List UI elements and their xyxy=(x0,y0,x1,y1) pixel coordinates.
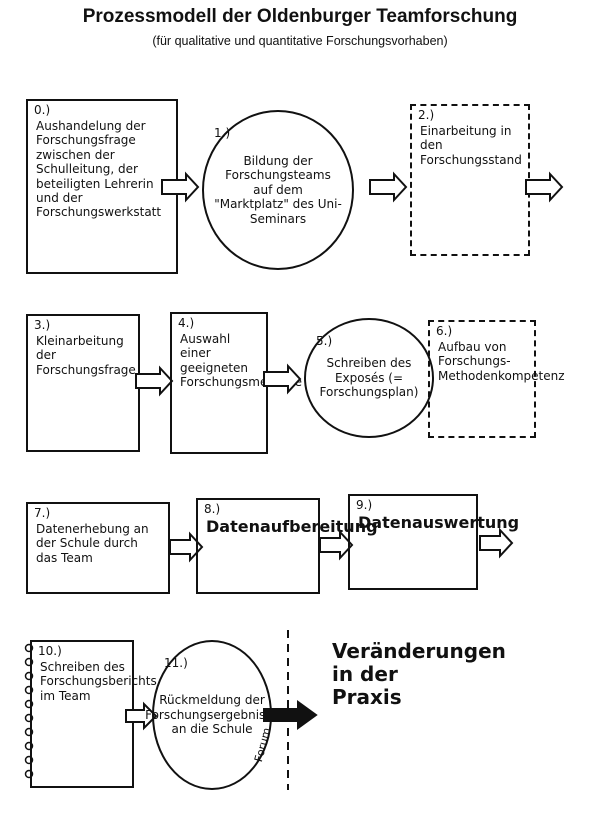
arrow-3-4 xyxy=(135,365,174,397)
step-10-box: 10.) Schreiben des Forschungsberichts im… xyxy=(30,640,157,788)
outcome-text: Veränderungen in der Praxis xyxy=(332,639,506,709)
step-5-text: Schreiben des Exposés (= Forschungsplan) xyxy=(319,356,419,400)
step-8-box: 8.) Datenaufbereitung xyxy=(196,498,378,594)
step-6-text: Aufbau von Forschungs-Methodenkompetenz xyxy=(438,340,565,383)
step-10-number: 10.) xyxy=(38,644,62,658)
step-1-number: 1.) xyxy=(214,126,231,140)
step-4-text: Auswahl einer geeigneten Forschungsmetho… xyxy=(180,332,303,390)
step-1-text: Bildung der Forschungsteams auf dem "Mar… xyxy=(214,154,342,226)
step-9-box: 9.) Datenauswertung xyxy=(348,494,520,590)
step-2-number: 2.) xyxy=(418,108,435,122)
step-7-box: 7.) Datenerhebung an der Schule durch da… xyxy=(26,502,170,594)
step-5-circle: 5.) Schreiben des Exposés (= Forschungsp… xyxy=(304,318,434,438)
forum-dashed-divider xyxy=(287,630,289,790)
arrow-1-2 xyxy=(369,171,408,203)
arrow-10-11 xyxy=(125,701,158,731)
step-7-number: 7.) xyxy=(34,506,51,520)
step-6-number: 6.) xyxy=(436,324,453,338)
step-4-number: 4.) xyxy=(178,316,195,330)
step-0-text: Aushandelung der Forschungsfrage zwische… xyxy=(36,119,162,220)
step-0-box: 0.) Aushandelung der Forschungsfrage zwi… xyxy=(26,99,178,274)
step-11-text: Rückmeldung der Forschungsergebnisse an … xyxy=(145,693,279,737)
step-8-number: 8.) xyxy=(204,502,221,516)
step-0-number: 0.) xyxy=(34,103,51,117)
step-2-box: 2.) Einarbeitung in den Forschungsstand xyxy=(410,104,530,256)
arrow-9-out xyxy=(479,527,514,559)
arrow-8-9 xyxy=(319,529,354,561)
step-9-text: Datenauswertung xyxy=(358,513,520,532)
step-3-box: 3.) Kleinarbeitung der Forschungsfrage xyxy=(26,314,140,452)
arrow-2-3 xyxy=(525,171,564,203)
arrow-to-outcome xyxy=(263,700,318,730)
diagram-subtitle: (für qualitative und quantitative Forsch… xyxy=(152,34,448,48)
notebook-spiral-icon xyxy=(24,643,34,779)
step-3-text: Kleinarbeitung der Forschungsfrage xyxy=(36,334,136,377)
step-11-circle: 11.) Rückmeldung der Forschungsergebniss… xyxy=(145,640,279,790)
step-7-text: Datenerhebung an der Schule durch das Te… xyxy=(36,522,149,565)
step-8-text: Datenaufbereitung xyxy=(206,517,378,536)
step-10-text: Schreiben des Forschungsberichts im Team xyxy=(40,660,157,703)
diagram-title: Prozessmodell der Oldenburger Teamforsch… xyxy=(82,6,518,27)
step-6-box: 6.) Aufbau von Forschungs-Methodenkompet… xyxy=(428,320,565,438)
step-11-number: 11.) xyxy=(164,656,188,670)
step-1-circle: 1.) Bildung der Forschungsteams auf dem … xyxy=(202,110,354,270)
step-3-number: 3.) xyxy=(34,318,51,332)
step-9-number: 9.) xyxy=(356,498,373,512)
arrow-0-1 xyxy=(161,171,200,203)
step-2-text: Einarbeitung in den Forschungsstand xyxy=(420,124,522,167)
arrow-4-5 xyxy=(263,363,302,395)
step-5-number: 5.) xyxy=(316,334,333,348)
step-4-box: 4.) Auswahl einer geeigneten Forschungsm… xyxy=(170,312,303,454)
